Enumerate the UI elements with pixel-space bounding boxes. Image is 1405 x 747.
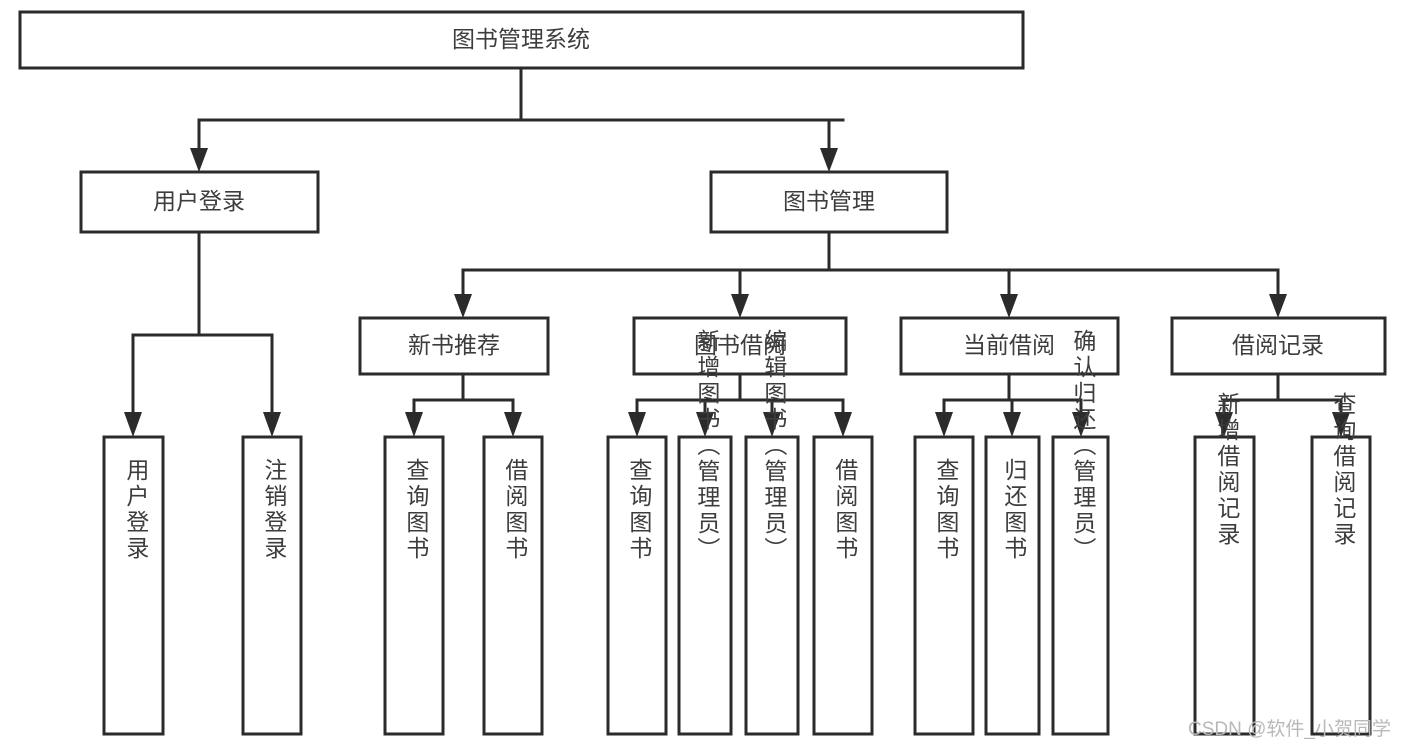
arrow-to-leaf-query-record	[1332, 412, 1350, 437]
arrow-to-leaf-user-logout	[263, 412, 281, 437]
node-borrow-record-box[interactable]	[1170, 316, 1387, 376]
node-leaf-user-logout-box[interactable]	[241, 435, 303, 736]
node-leaf-borrow-book-2-label: 借阅图书	[832, 458, 859, 562]
node-user-login-box[interactable]	[79, 170, 320, 234]
node-leaf-add-book-label: 新增图书（管理员）	[694, 329, 721, 563]
link-borrow-record-split	[1222, 372, 1343, 417]
node-leaf-return-book-box[interactable]	[984, 435, 1041, 736]
node-leaf-query-record-label: 查询借阅记录	[1330, 392, 1357, 548]
arrow-to-leaf-return-book	[1003, 412, 1021, 437]
link-new-book-recommend-split	[412, 372, 515, 417]
node-leaf-confirm-return-label: 确认归还（管理员）	[1070, 329, 1097, 563]
node-leaf-edit-book-label: 编辑图书（管理员）	[761, 329, 788, 563]
link-book-manage-split	[461, 230, 1280, 298]
node-current-borrow-box[interactable]	[899, 316, 1120, 376]
arrow-to-leaf-query-book-2	[628, 412, 646, 437]
node-leaf-user-login-box[interactable]	[102, 435, 165, 736]
node-leaf-add-record-label: 新增借阅记录	[1214, 392, 1241, 548]
arrow-to-leaf-borrow-book-1	[504, 412, 522, 437]
node-borrow-record-label: 借阅记录	[1232, 332, 1324, 358]
node-leaf-query-book-1-label: 查询图书	[403, 458, 430, 562]
node-leaf-confirm-return-box[interactable]	[1051, 435, 1110, 736]
node-leaf-query-book-2[interactable]: 查询图书	[606, 435, 668, 736]
node-leaf-query-book-3-box[interactable]	[913, 435, 975, 736]
arrow-to-borrow-record	[1269, 294, 1287, 318]
node-leaf-query-book-1[interactable]: 查询图书	[383, 435, 445, 736]
node-leaf-confirm-return[interactable]: 确认归还（管理员）	[1051, 329, 1110, 736]
link-user-login-split	[131, 230, 274, 417]
node-book-manage-label: 图书管理	[783, 188, 875, 214]
link-root-trunk	[197, 66, 845, 152]
connector-layer	[124, 66, 1350, 437]
arrow-to-book-borrow	[731, 294, 749, 318]
node-new-book-recommend-label: 新书推荐	[408, 332, 500, 358]
node-leaf-query-record-box[interactable]	[1310, 435, 1372, 736]
node-book-borrow-label: 图书借阅	[694, 332, 786, 358]
node-leaf-return-book-label: 归还图书	[1001, 458, 1028, 562]
node-leaf-query-book-3[interactable]: 查询图书	[913, 435, 975, 736]
node-current-borrow-label: 当前借阅	[963, 332, 1055, 358]
node-leaf-add-book-box[interactable]	[677, 435, 733, 736]
node-leaf-borrow-book-1[interactable]: 借阅图书	[482, 435, 544, 736]
arrow-to-leaf-query-book-3	[935, 412, 953, 437]
node-borrow-record[interactable]: 借阅记录	[1170, 316, 1387, 376]
node-leaf-borrow-book-1-box[interactable]	[482, 435, 544, 736]
node-book-manage-box[interactable]	[709, 170, 949, 234]
node-leaf-edit-book-box[interactable]	[744, 435, 800, 736]
node-leaf-query-book-1-box[interactable]	[383, 435, 445, 736]
arrow-to-leaf-edit-book	[763, 412, 781, 437]
node-leaf-query-book-2-label: 查询图书	[626, 458, 653, 562]
node-user-login[interactable]: 用户登录	[79, 170, 320, 234]
node-root-box[interactable]	[18, 10, 1025, 70]
arrow-to-leaf-add-record	[1215, 412, 1233, 437]
node-leaf-user-login[interactable]: 用户登录	[102, 435, 165, 736]
node-leaf-user-login-label: 用户登录	[123, 458, 150, 562]
arrow-to-leaf-query-book-1	[405, 412, 423, 437]
node-book-borrow-box[interactable]	[632, 316, 848, 376]
node-leaf-add-book[interactable]: 新增图书（管理员）	[677, 329, 733, 736]
node-current-borrow[interactable]: 当前借阅	[899, 316, 1120, 376]
node-layer: 图书管理系统 用户登录 图书管理 新书推荐 图书借阅	[18, 10, 1387, 736]
node-leaf-add-record[interactable]: 新增借阅记录	[1193, 392, 1256, 736]
arrow-to-leaf-borrow-book-2	[834, 412, 852, 437]
node-book-manage[interactable]: 图书管理	[709, 170, 949, 234]
node-leaf-query-book-3-label: 查询图书	[933, 458, 960, 562]
node-book-borrow[interactable]: 图书借阅	[632, 316, 848, 376]
node-leaf-query-record[interactable]: 查询借阅记录	[1310, 392, 1372, 736]
node-leaf-return-book[interactable]: 归还图书	[984, 435, 1041, 736]
node-leaf-borrow-book-1-label: 借阅图书	[502, 458, 529, 562]
node-user-login-label: 用户登录	[153, 188, 245, 214]
node-leaf-borrow-book-2-box[interactable]	[812, 435, 874, 736]
arrow-to-user-login	[190, 148, 208, 172]
link-book-borrow-split	[635, 372, 845, 417]
node-leaf-add-record-box[interactable]	[1193, 435, 1256, 736]
node-leaf-query-book-2-box[interactable]	[606, 435, 668, 736]
arrow-to-leaf-user-login	[124, 412, 142, 437]
arrow-to-book-manage	[820, 148, 838, 172]
arrow-to-leaf-add-book	[696, 412, 714, 437]
csdn-watermark: CSDN @软件_小贺同学	[1188, 719, 1391, 740]
node-leaf-user-logout[interactable]: 注销登录	[241, 435, 303, 736]
node-root-label: 图书管理系统	[452, 26, 590, 52]
node-root[interactable]: 图书管理系统	[18, 10, 1025, 70]
node-leaf-user-logout-label: 注销登录	[261, 458, 288, 562]
node-leaf-borrow-book-2[interactable]: 借阅图书	[812, 435, 874, 736]
arrow-to-new-book-recommend	[454, 294, 472, 318]
node-new-book-recommend-box[interactable]	[358, 316, 550, 376]
node-leaf-edit-book[interactable]: 编辑图书（管理员）	[744, 329, 800, 736]
arrow-to-current-borrow	[1000, 294, 1018, 318]
link-current-borrow-split	[942, 372, 1083, 417]
node-new-book-recommend[interactable]: 新书推荐	[358, 316, 550, 376]
arrow-to-leaf-confirm-return	[1072, 412, 1090, 437]
